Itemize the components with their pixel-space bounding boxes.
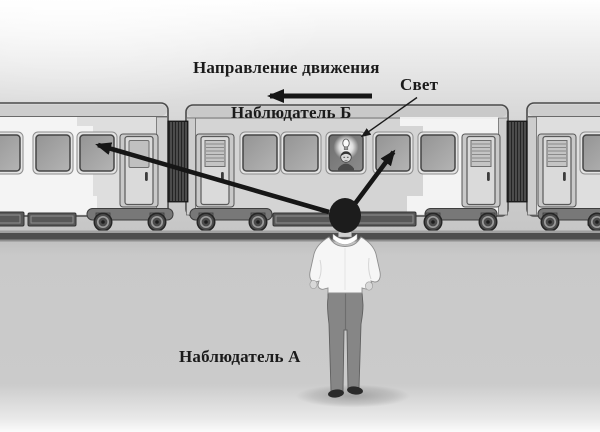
observer-a-head	[329, 198, 361, 233]
left-car-window-3	[76, 131, 118, 175]
light-beam-left-arrow	[95, 142, 330, 215]
right-car-window-1	[579, 131, 600, 175]
middle-car-door-left	[195, 133, 235, 208]
light-beam-right-arrow	[349, 149, 396, 211]
observer-a-figure	[296, 198, 410, 408]
bogie	[189, 208, 273, 232]
observer-a-label: Наблюдатель А	[179, 347, 301, 366]
light-pointer-arrow	[360, 96, 418, 138]
wheel	[540, 212, 560, 232]
train-car-left	[0, 102, 169, 217]
train-car-middle	[185, 104, 509, 217]
direction-of-motion-label: Направление движения	[193, 58, 380, 77]
middle-car-window-2	[280, 131, 322, 175]
wheel	[478, 212, 498, 232]
observer-b-window	[325, 131, 367, 175]
figure-shadow	[296, 384, 410, 408]
car-connector-accordion-left	[167, 120, 189, 203]
right-car-door	[537, 133, 577, 208]
bogie	[423, 208, 498, 232]
rail-track	[0, 230, 600, 242]
train-car-right	[526, 102, 600, 217]
left-car-door	[119, 133, 159, 208]
wheel	[587, 212, 600, 232]
car-connector-accordion-right	[506, 120, 528, 203]
wheel-bogies	[86, 208, 600, 232]
left-car-window-1	[0, 131, 24, 175]
observer-b-figure	[338, 151, 354, 171]
wheel	[196, 212, 216, 232]
wheel	[248, 212, 268, 232]
middle-car-window-5	[417, 131, 459, 175]
light-label: Свет	[400, 75, 439, 94]
observer-b-label: Наблюдатель Б	[231, 103, 352, 122]
wheel	[423, 212, 443, 232]
car-end-post	[527, 116, 537, 216]
light-bulb-icon	[342, 138, 350, 150]
middle-car-door-right	[461, 133, 501, 208]
wheel	[93, 212, 113, 232]
middle-car-window-1	[239, 131, 281, 175]
wheel	[147, 212, 167, 232]
bogie	[86, 208, 174, 232]
bogie	[537, 208, 600, 232]
ground	[0, 240, 600, 432]
left-car-window-2	[32, 131, 74, 175]
